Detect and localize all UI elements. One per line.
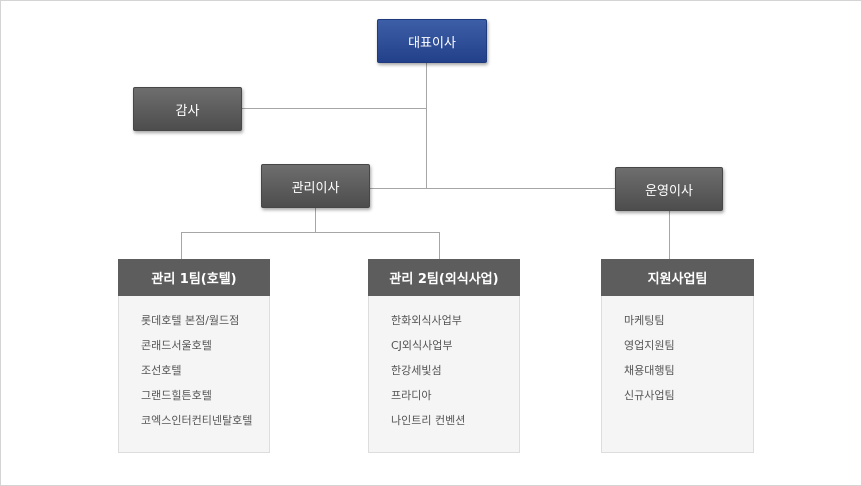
team-box-hotel: 관리 1팀(호텔) 롯데호텔 본점/월드점 콘래드서울호텔 조선호텔 그랜드힐튼…: [118, 259, 270, 453]
auditor-box: 감사: [133, 87, 242, 131]
connector-line: [315, 208, 316, 232]
list-item: 신규사업팀: [624, 389, 675, 402]
list-item: 콘래드서울호텔: [141, 339, 212, 352]
connector-line: [181, 232, 182, 259]
connector-line: [426, 63, 427, 188]
team-box-support: 지원사업팀 마케팅팀 영업지원팀 채용대행팀 신규사업팀: [601, 259, 754, 453]
list-item: 그랜드힐튼호텔: [141, 389, 212, 402]
list-item: 코엑스인터컨티넨탈호텔: [141, 414, 253, 427]
list-item: 프라디아: [391, 389, 432, 402]
list-item: 채용대행팀: [624, 364, 675, 377]
mgmt-director-box: 관리이사: [261, 164, 370, 208]
list-item: 영업지원팀: [624, 339, 675, 352]
team-item-list: 롯데호텔 본점/월드점 콘래드서울호텔 조선호텔 그랜드힐튼호텔 코엑스인터컨티…: [119, 296, 269, 439]
team-header: 지원사업팀: [601, 259, 754, 296]
team-header: 관리 2팀(외식사업): [368, 259, 520, 296]
list-item: 한화외식사업부: [391, 314, 462, 327]
connector-line: [439, 232, 440, 259]
list-item: 한강세빛섬: [391, 364, 442, 377]
connector-line: [242, 108, 426, 109]
connector-line: [370, 188, 615, 189]
team-header: 관리 1팀(호텔): [118, 259, 270, 296]
ceo-box: 대표이사: [377, 19, 487, 63]
list-item: 조선호텔: [141, 364, 182, 377]
list-item: 마케팅팀: [624, 314, 665, 327]
team-item-list: 마케팅팀 영업지원팀 채용대행팀 신규사업팀: [602, 296, 753, 414]
list-item: CJ외식사업부: [391, 339, 453, 352]
connector-line: [669, 211, 670, 259]
list-item: 롯데호텔 본점/월드점: [141, 314, 240, 327]
ops-director-box: 운영이사: [615, 167, 723, 211]
list-item: 나인트리 컨벤션: [391, 414, 466, 427]
team-item-list: 한화외식사업부 CJ외식사업부 한강세빛섬 프라디아 나인트리 컨벤션: [369, 296, 519, 439]
connector-line: [181, 232, 439, 233]
team-box-food-service: 관리 2팀(외식사업) 한화외식사업부 CJ외식사업부 한강세빛섬 프라디아 나…: [368, 259, 520, 453]
